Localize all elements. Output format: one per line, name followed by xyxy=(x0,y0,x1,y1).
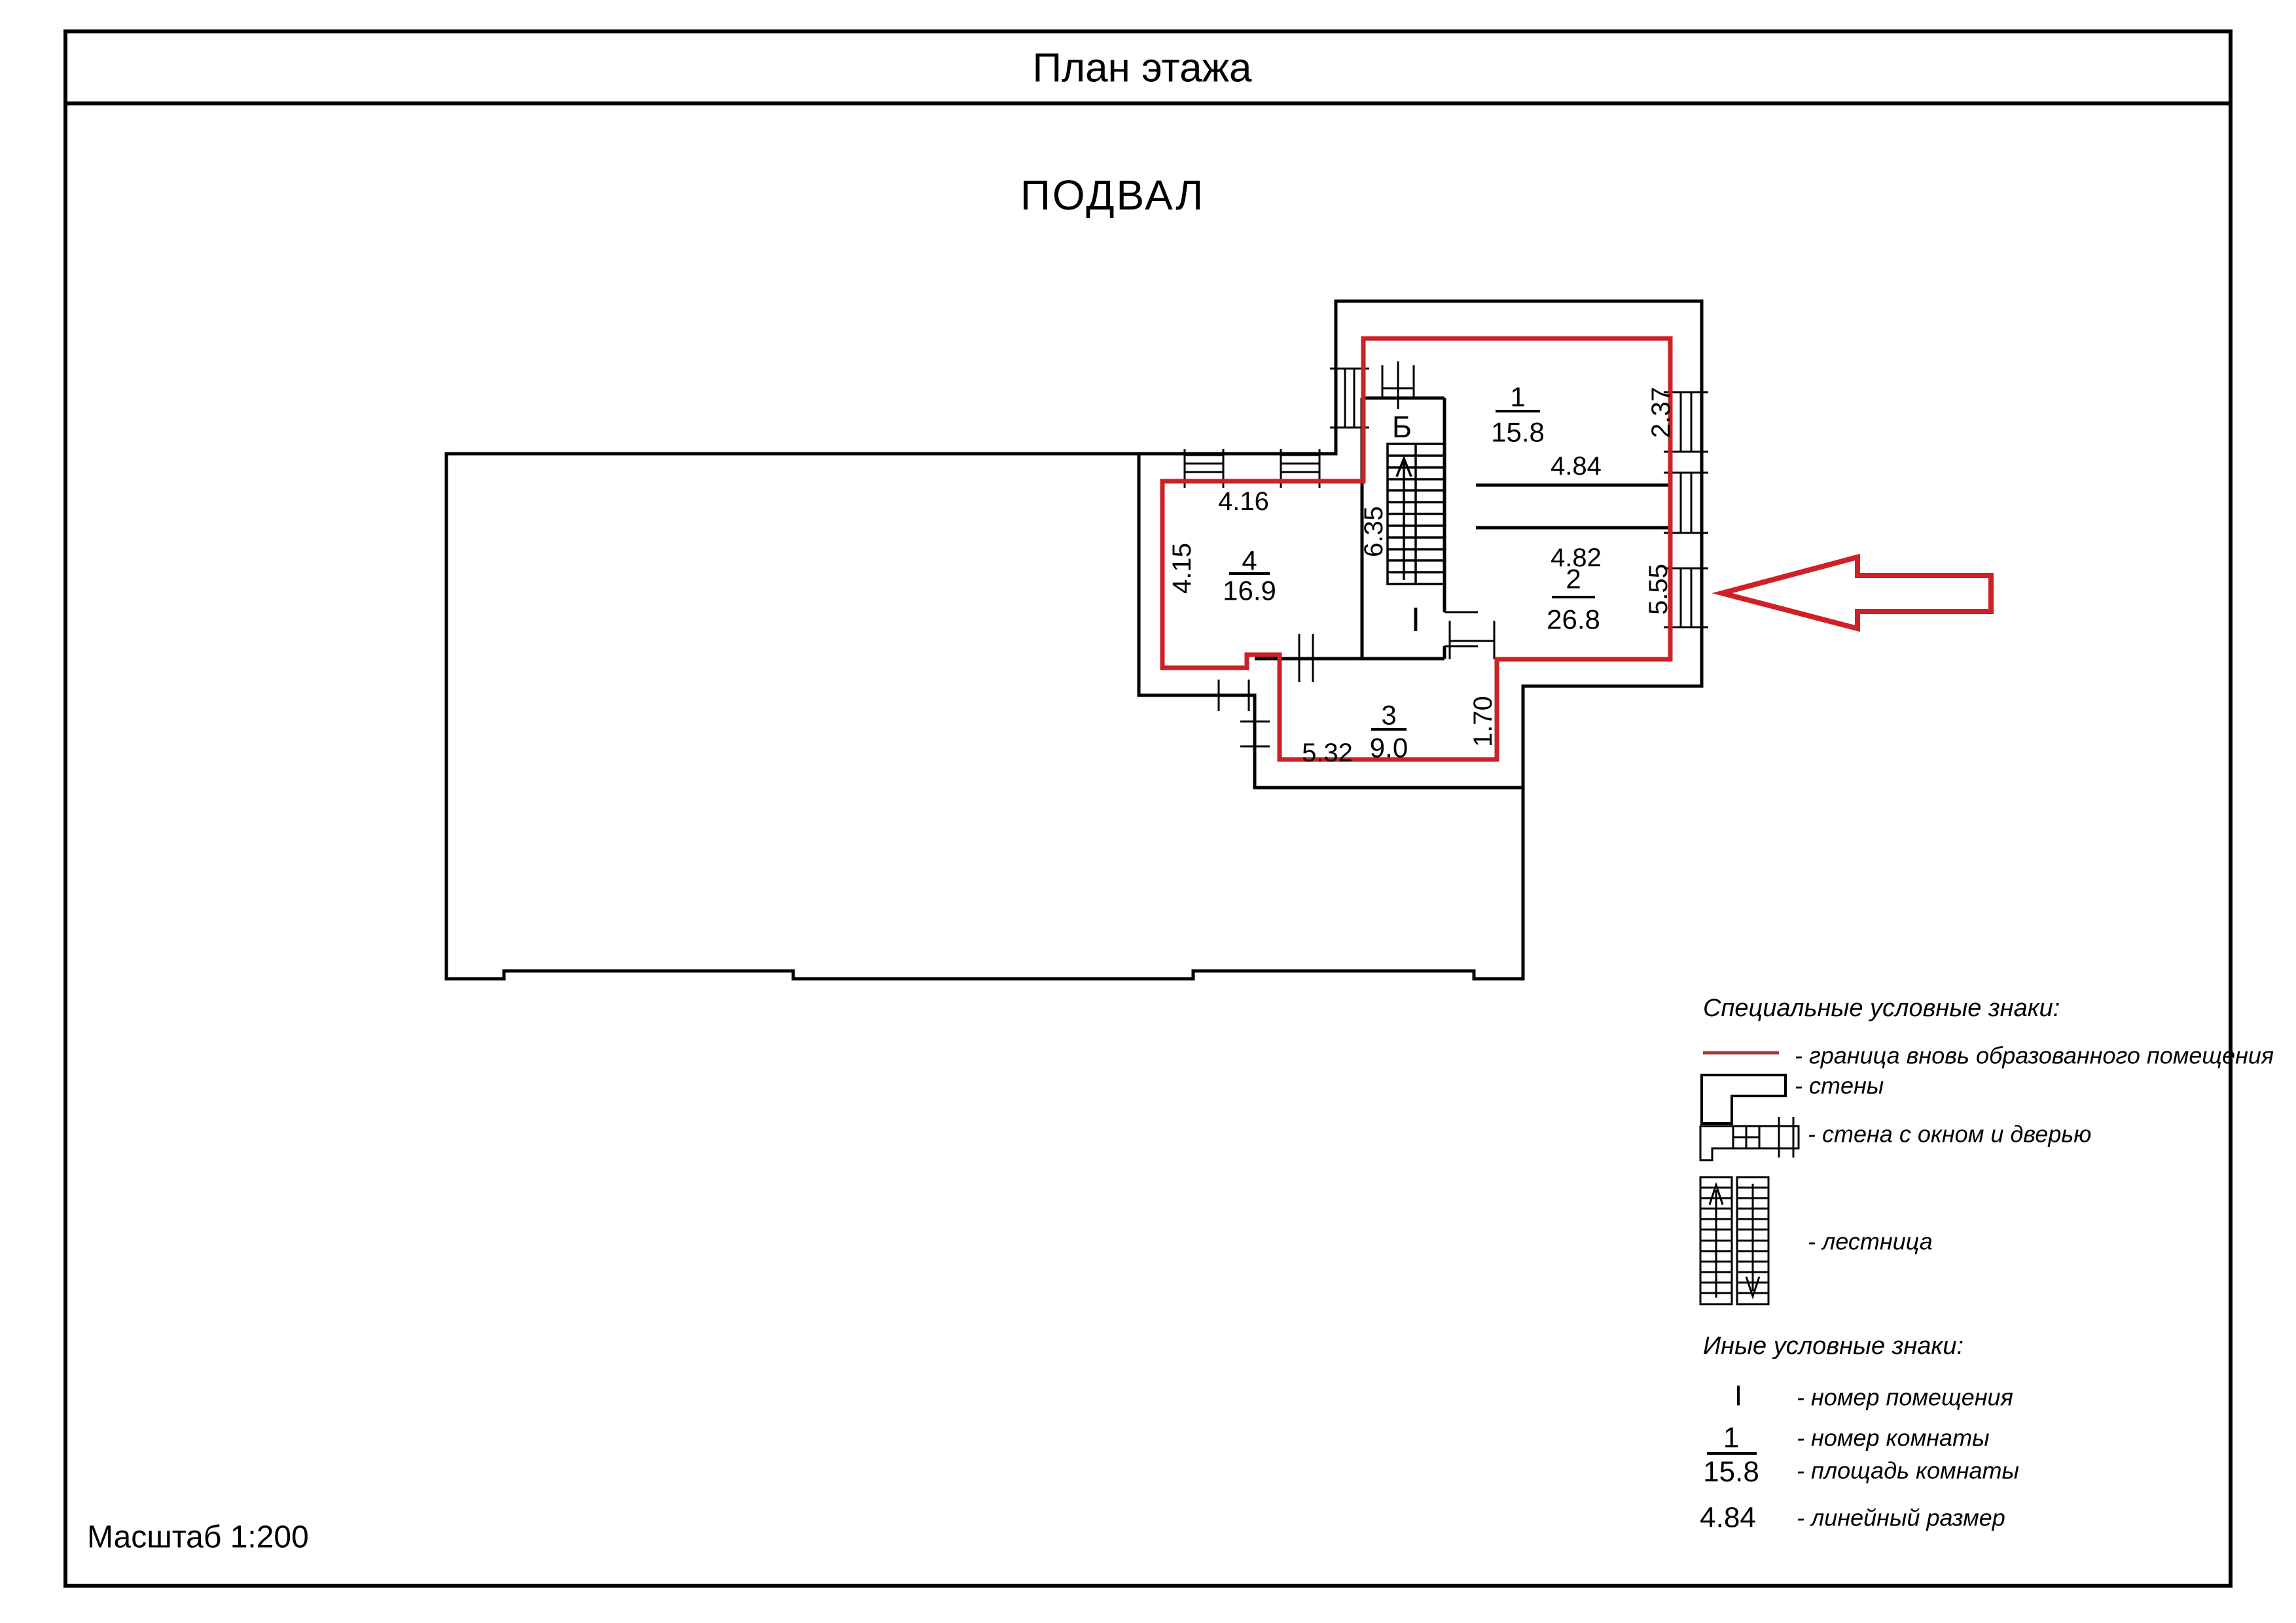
dim-4.84: 4.84 xyxy=(1551,452,1602,481)
scale-label: Масштаб 1:200 xyxy=(87,1520,309,1555)
dimension-labels: 4.84 2.37 4.82 5.55 6.35 4.16 4.15 5.32 … xyxy=(1168,387,1676,767)
room-1-label: 1 15.8 xyxy=(1491,382,1545,448)
dim-5.55: 5.55 xyxy=(1644,564,1673,615)
page-title: План этажа xyxy=(1032,46,1252,91)
dim-4.16: 4.16 xyxy=(1218,487,1269,516)
legend-item-label: - номер комнаты xyxy=(1797,1425,1990,1451)
legend-item-label: - номер помещения xyxy=(1797,1384,2013,1411)
entrance-arrow-icon xyxy=(1712,553,1994,632)
room-area: 15.8 xyxy=(1491,417,1545,448)
staircase xyxy=(1386,443,1446,585)
door-icon xyxy=(1444,611,1496,659)
room-4-label: 4 16.9 xyxy=(1223,545,1276,606)
room-number: 4 xyxy=(1242,545,1257,576)
door-icon xyxy=(1240,720,1270,748)
door-icon xyxy=(1381,361,1415,409)
dim-6.35: 6.35 xyxy=(1359,506,1388,557)
legend-item-label: - площадь комнаты xyxy=(1797,1457,2019,1484)
exterior-outline xyxy=(444,299,1704,981)
premise-number-mark: I xyxy=(1411,601,1420,639)
room-area: 9.0 xyxy=(1370,733,1408,763)
room-area: 26.8 xyxy=(1547,604,1600,635)
legend-special-header: Специальные условные знаки: xyxy=(1703,994,2060,1022)
legend-item-label: - линейный размер xyxy=(1797,1504,2005,1531)
legend-special: Специальные условные знаки: - граница вн… xyxy=(1699,994,2274,1305)
room-number-sample: 1 xyxy=(1723,1422,1739,1454)
legend-item-label: - граница вновь образованного помещения xyxy=(1795,1042,2274,1069)
room-number: 1 xyxy=(1510,382,1525,412)
legend-item-label: - стена с окном и дверью xyxy=(1808,1121,2091,1148)
legend-other-header: Иные условные знаки: xyxy=(1703,1332,1964,1360)
room-area-sample: 15.8 xyxy=(1703,1456,1759,1488)
interior-wall-room4-room3 xyxy=(1137,454,1523,790)
new-premises-boundary xyxy=(1160,336,1673,762)
legend-other: Иные условные знаки: I - номер помещения… xyxy=(1700,1332,2019,1534)
room1-room2-walls xyxy=(1476,483,1670,530)
room-area: 16.9 xyxy=(1223,575,1276,606)
wall-window-door-icon xyxy=(1699,1117,1800,1161)
page-frame xyxy=(63,29,2233,1588)
floor-label: ПОДВАЛ xyxy=(1020,172,1205,219)
door-icon xyxy=(1217,680,1250,711)
room-number: 3 xyxy=(1381,700,1396,731)
room-2-label: 2 26.8 xyxy=(1547,564,1600,635)
legend-item-label: - стены xyxy=(1795,1072,1884,1099)
linear-size-sample: 4.84 xyxy=(1700,1502,1756,1534)
stairwell-letter: Б xyxy=(1392,410,1412,444)
dim-4.15: 4.15 xyxy=(1168,543,1196,594)
room-3-label: 3 9.0 xyxy=(1370,700,1408,763)
dim-4.82: 4.82 xyxy=(1551,543,1602,572)
building-walls xyxy=(444,299,1704,981)
legend-item-label: - лестница xyxy=(1808,1228,1933,1255)
room-labels: 1 15.8 2 26.8 3 9.0 4 16.9 Б xyxy=(1223,382,1600,763)
doors xyxy=(1217,361,1496,748)
premise-number-sample: I xyxy=(1734,1380,1742,1412)
dim-1.70: 1.70 xyxy=(1469,696,1498,747)
dim-5.32: 5.32 xyxy=(1302,739,1353,767)
dim-2.37: 2.37 xyxy=(1647,387,1676,438)
stairs-icon xyxy=(1699,1176,1770,1305)
room-number: 2 xyxy=(1566,564,1581,594)
wall-icon xyxy=(1700,1074,1787,1125)
door-icon xyxy=(1298,634,1314,682)
stair-up-arrow-icon xyxy=(1395,455,1412,580)
